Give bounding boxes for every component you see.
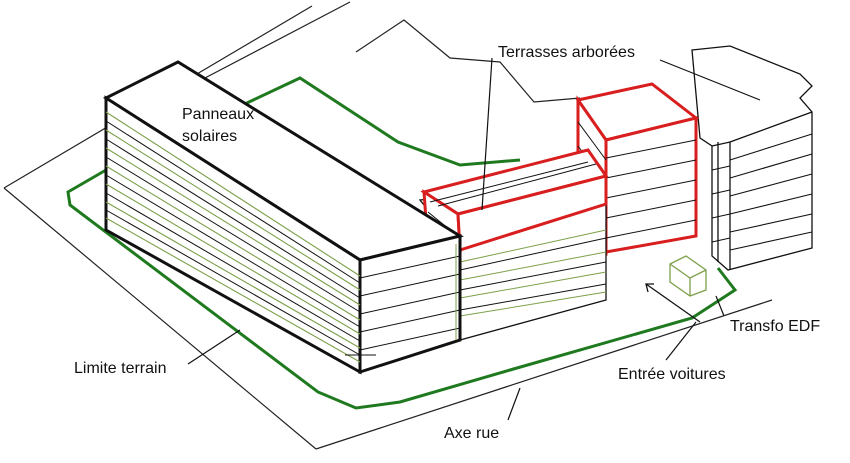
main-building: [102, 60, 464, 375]
label-terrasses-arborees: Terrasses arborées: [498, 44, 635, 61]
label-panneaux-solaires: Panneaux solaires: [182, 106, 255, 145]
site-boundary-line: [66, 76, 738, 410]
label-transfo-edf: Transfo EDF: [730, 318, 821, 335]
label-axe-rue: Axe rue: [444, 425, 500, 442]
label-limite-terrain: Limite terrain: [74, 360, 167, 377]
car-entry-arrow: [645, 283, 701, 323]
leader-lines: [187, 57, 761, 421]
red-terrace-volume: [420, 148, 609, 254]
existing-building: [691, 45, 813, 271]
label-entree-voitures: Entrée voitures: [618, 366, 726, 383]
transformer-box: [669, 255, 707, 297]
